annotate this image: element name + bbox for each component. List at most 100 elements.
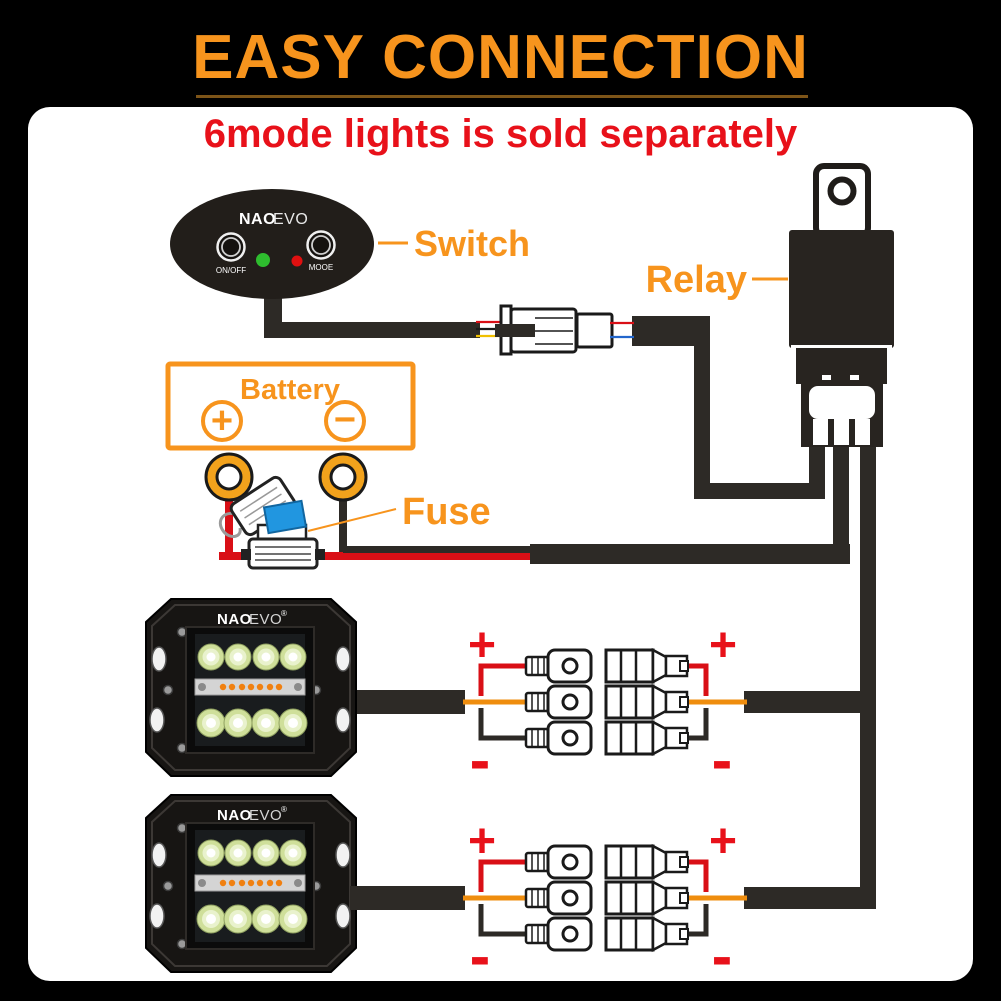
wire-switch-to-relay <box>694 483 825 499</box>
wire-black-horizontal <box>343 546 533 553</box>
wire-battery-negative-down <box>339 498 347 553</box>
wire-relay-middle-stub <box>833 445 849 564</box>
switch-label: Switch <box>414 223 530 264</box>
page-subtitle: 6mode lights is sold separately <box>203 112 798 156</box>
pod-amber-leds <box>219 683 283 691</box>
pod-mount-hole <box>151 646 167 672</box>
pod-strip-rivet <box>198 683 206 691</box>
polarity-plus: + <box>468 815 496 868</box>
fuse-blade <box>262 499 308 535</box>
switch-body <box>170 189 374 299</box>
pod-mount-hole <box>149 707 165 733</box>
pod-strip-rivet <box>294 879 302 887</box>
polarity-plus: + <box>468 619 496 672</box>
switch-control: NAO EVO ON/OFF MOOE <box>170 189 374 299</box>
relay-pin <box>834 419 849 445</box>
pod-mount-hole <box>335 842 351 868</box>
pod-mount-hole <box>335 646 351 672</box>
pod-led-row-top <box>197 839 307 867</box>
polarity-minus: - <box>712 726 733 795</box>
connector-set: + + - - <box>350 815 876 991</box>
pod-brand-light: EVO <box>249 807 282 824</box>
fuse-holder <box>218 475 325 570</box>
battery-label: Battery <box>240 374 340 406</box>
green-indicator-led <box>256 253 270 267</box>
wire-left-black <box>478 904 529 937</box>
fuse-cap-tether <box>218 511 242 538</box>
relay-label: Relay <box>646 259 747 301</box>
male-spade-terminal <box>524 880 593 916</box>
male-spade-terminal <box>524 844 593 880</box>
page-title: EASY CONNECTION <box>192 23 809 92</box>
connector-latch <box>495 324 535 337</box>
polarity-minus: - <box>712 922 733 991</box>
female-spade-terminal <box>604 683 689 721</box>
battery-positive-terminal <box>201 400 243 442</box>
pod-brand-bold: NAO <box>217 611 252 628</box>
polarity-minus: - <box>470 922 491 991</box>
female-spade-terminal <box>604 915 689 953</box>
battery-box: Battery + − <box>165 361 416 451</box>
wire-right-black <box>687 708 709 741</box>
battery-negative-terminal <box>324 400 366 442</box>
relay <box>789 163 894 447</box>
wire-right-red <box>687 859 709 892</box>
wire-pod-cable <box>350 690 465 714</box>
pod-flange-bevel <box>151 604 351 771</box>
female-spade-terminal <box>604 843 689 881</box>
wire-branch-cable <box>744 691 876 713</box>
female-spade-terminal <box>604 647 689 685</box>
female-spade-terminal <box>604 879 689 917</box>
male-spade-terminal <box>524 684 593 720</box>
led-light-pod: NAO EVO ® <box>145 794 357 973</box>
lights-section: + + - - <box>145 598 876 991</box>
mode-button-label: MOOE <box>309 263 333 272</box>
fuse-wire-cap <box>241 549 251 560</box>
switch-brand-bold: NAO <box>239 211 276 228</box>
fuse-pointer-line <box>307 508 397 532</box>
mode-button <box>306 230 336 260</box>
wire-main-cable <box>530 544 850 564</box>
pod-brand-bold: NAO <box>217 807 252 824</box>
relay-pin <box>813 419 828 445</box>
wire-left-red <box>478 663 529 696</box>
polarity-minus: - <box>470 726 491 795</box>
relay-pin <box>855 419 870 445</box>
pod-led-row-top <box>197 643 307 671</box>
pod-led-row-bottom <box>196 904 308 934</box>
wire-branch-cable <box>744 887 876 909</box>
harness-wires <box>219 290 876 909</box>
pod-strip-rivet <box>198 879 206 887</box>
wire-output-vertical <box>860 445 876 909</box>
relay-body-seam <box>791 345 892 348</box>
wire-pod-cable <box>350 886 465 910</box>
battery-plus-sign: + <box>211 400 233 442</box>
relay-collar <box>796 348 887 384</box>
pod-brand-light: EVO <box>249 611 282 628</box>
battery-minus-sign: − <box>334 399 356 441</box>
pod-flange-bevel <box>151 800 351 967</box>
wire-switch-horizontal <box>264 322 480 338</box>
pod-mount-hole <box>335 707 351 733</box>
polarity-plus: + <box>709 815 737 868</box>
female-spade-terminal <box>604 719 689 757</box>
wire-right-black <box>687 904 709 937</box>
pod-mount-hole <box>335 903 351 929</box>
callouts: Switch Relay Fuse <box>307 223 788 533</box>
relay-tab-hole <box>827 176 857 206</box>
pod-mount-hole <box>149 903 165 929</box>
ring-terminal-positive <box>204 452 254 502</box>
fuse-wire-cap <box>315 549 325 560</box>
power-button <box>216 232 246 262</box>
title-underline <box>196 95 808 98</box>
wire-switch-down <box>694 316 710 499</box>
wire-right-red <box>687 663 709 696</box>
pod-mount-hole <box>151 842 167 868</box>
ring-terminal-negative <box>318 452 368 502</box>
wire-battery-positive-down <box>225 498 233 558</box>
wire-relay-left-stub <box>809 445 825 489</box>
pod-brand-reg-mark: ® <box>281 609 287 618</box>
connector-set: + + - - <box>350 619 876 795</box>
led-light-pod: NAO EVO ® <box>145 598 357 777</box>
